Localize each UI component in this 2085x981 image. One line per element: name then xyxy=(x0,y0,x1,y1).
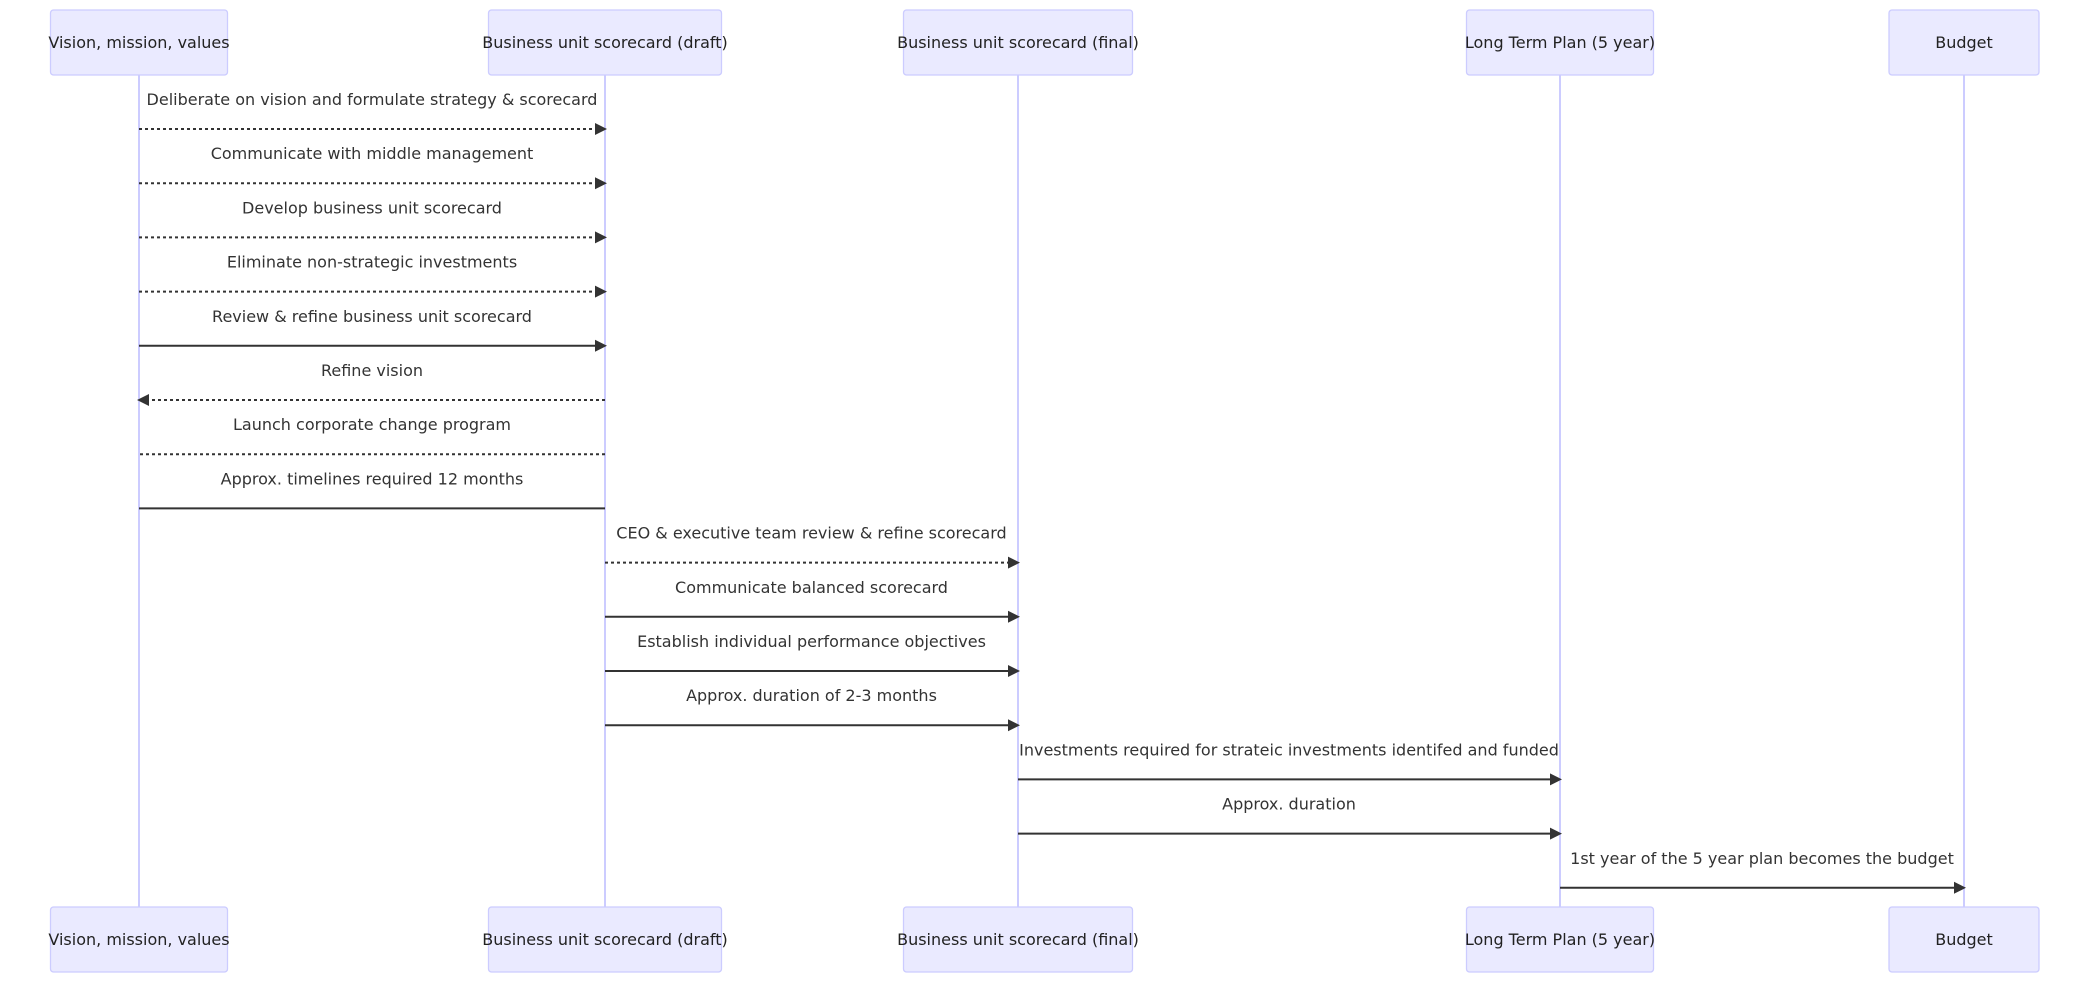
arrowhead xyxy=(1954,881,1966,894)
arrowhead xyxy=(1008,610,1020,623)
message-7: Launch corporate change program xyxy=(139,415,605,456)
message-1: Deliberate on vision and formulate strat… xyxy=(139,90,607,135)
participant-label: Budget xyxy=(1935,930,1993,949)
message-5: Review & refine business unit scorecard xyxy=(139,307,607,352)
message-6: Refine vision xyxy=(137,361,605,406)
message-label: Investments required for strateic invest… xyxy=(1019,740,1559,759)
arrowhead xyxy=(595,177,607,190)
participant-vision-bottom: Vision, mission, values xyxy=(48,906,230,973)
arrowhead xyxy=(1008,665,1020,677)
participant-box xyxy=(902,9,1134,76)
participant-label: Business unit scorecard (draft) xyxy=(482,930,728,949)
message-label: 1st year of the 5 year plan becomes the … xyxy=(1570,849,1954,868)
participant-ltp-top: Long Term Plan (5 year) xyxy=(1465,9,1655,76)
participant-vision-top: Vision, mission, values xyxy=(48,9,230,76)
message-label: Approx. duration of 2-3 months xyxy=(686,686,937,705)
message-label: Communicate balanced scorecard xyxy=(675,578,948,597)
message-label: Deliberate on vision and formulate strat… xyxy=(147,90,598,109)
message-13: Investments required for strateic invest… xyxy=(1018,740,1562,786)
message-label: Review & refine business unit scorecard xyxy=(212,307,532,326)
arrowhead xyxy=(137,394,149,406)
arrowhead xyxy=(595,231,607,244)
participant-label: Vision, mission, values xyxy=(48,930,229,949)
lifelines xyxy=(138,75,1965,907)
message-12: Approx. duration of 2-3 months xyxy=(605,686,1020,732)
participant-box xyxy=(902,906,1134,973)
participant-box xyxy=(1465,9,1655,76)
participant-label: Long Term Plan (5 year) xyxy=(1465,930,1655,949)
message-2: Communicate with middle management xyxy=(139,144,607,190)
arrowhead xyxy=(1008,719,1020,732)
message-11: Establish individual performance objecti… xyxy=(605,632,1020,677)
message-9: CEO & executive team review & refine sco… xyxy=(605,524,1020,569)
participant-box xyxy=(1888,906,2040,973)
participant-draft-bottom: Business unit scorecard (draft) xyxy=(482,906,728,973)
arrowhead xyxy=(1008,556,1020,569)
participant-box xyxy=(487,9,723,76)
message-8: Approx. timelines required 12 months xyxy=(139,469,605,510)
participant-box xyxy=(49,9,229,76)
participant-box xyxy=(1465,906,1655,973)
participant-label: Business unit scorecard (final) xyxy=(897,930,1139,949)
arrowhead xyxy=(1550,827,1562,840)
message-label: Launch corporate change program xyxy=(233,415,511,434)
participant-draft-top: Business unit scorecard (draft) xyxy=(482,9,728,76)
participant-final-top: Business unit scorecard (final) xyxy=(897,9,1139,76)
message-label: Communicate with middle management xyxy=(211,144,534,163)
participant-label: Vision, mission, values xyxy=(48,33,229,52)
participant-ltp-bottom: Long Term Plan (5 year) xyxy=(1465,906,1655,973)
message-4: Eliminate non-strategic investments xyxy=(139,253,607,298)
participant-label: Budget xyxy=(1935,33,1993,52)
participant-final-bottom: Business unit scorecard (final) xyxy=(897,906,1139,973)
messages: Deliberate on vision and formulate strat… xyxy=(137,90,1966,894)
participant-label: Business unit scorecard (final) xyxy=(897,33,1139,52)
participant-box xyxy=(49,906,229,973)
message-label: Refine vision xyxy=(321,361,423,380)
participant-label: Long Term Plan (5 year) xyxy=(1465,33,1655,52)
participant-label: Business unit scorecard (draft) xyxy=(482,33,728,52)
message-label: Eliminate non-strategic investments xyxy=(227,253,517,272)
message-3: Develop business unit scorecard xyxy=(139,198,607,244)
arrowhead xyxy=(595,285,607,298)
message-label: Approx. duration xyxy=(1222,795,1356,814)
message-label: CEO & executive team review & refine sco… xyxy=(616,524,1006,543)
message-label: Approx. timelines required 12 months xyxy=(221,469,524,488)
message-14: Approx. duration xyxy=(1018,795,1562,840)
participant-box xyxy=(487,906,723,973)
message-label: Develop business unit scorecard xyxy=(242,198,502,217)
arrowhead xyxy=(595,123,607,135)
arrowhead xyxy=(595,339,607,352)
message-15: 1st year of the 5 year plan becomes the … xyxy=(1560,849,1966,894)
arrowhead xyxy=(1550,773,1562,786)
message-10: Communicate balanced scorecard xyxy=(605,578,1020,623)
message-label: Establish individual performance objecti… xyxy=(637,632,986,651)
participant-budget-top: Budget xyxy=(1888,9,2040,76)
participant-box xyxy=(1888,9,2040,76)
participant-budget-bottom: Budget xyxy=(1888,906,2040,973)
